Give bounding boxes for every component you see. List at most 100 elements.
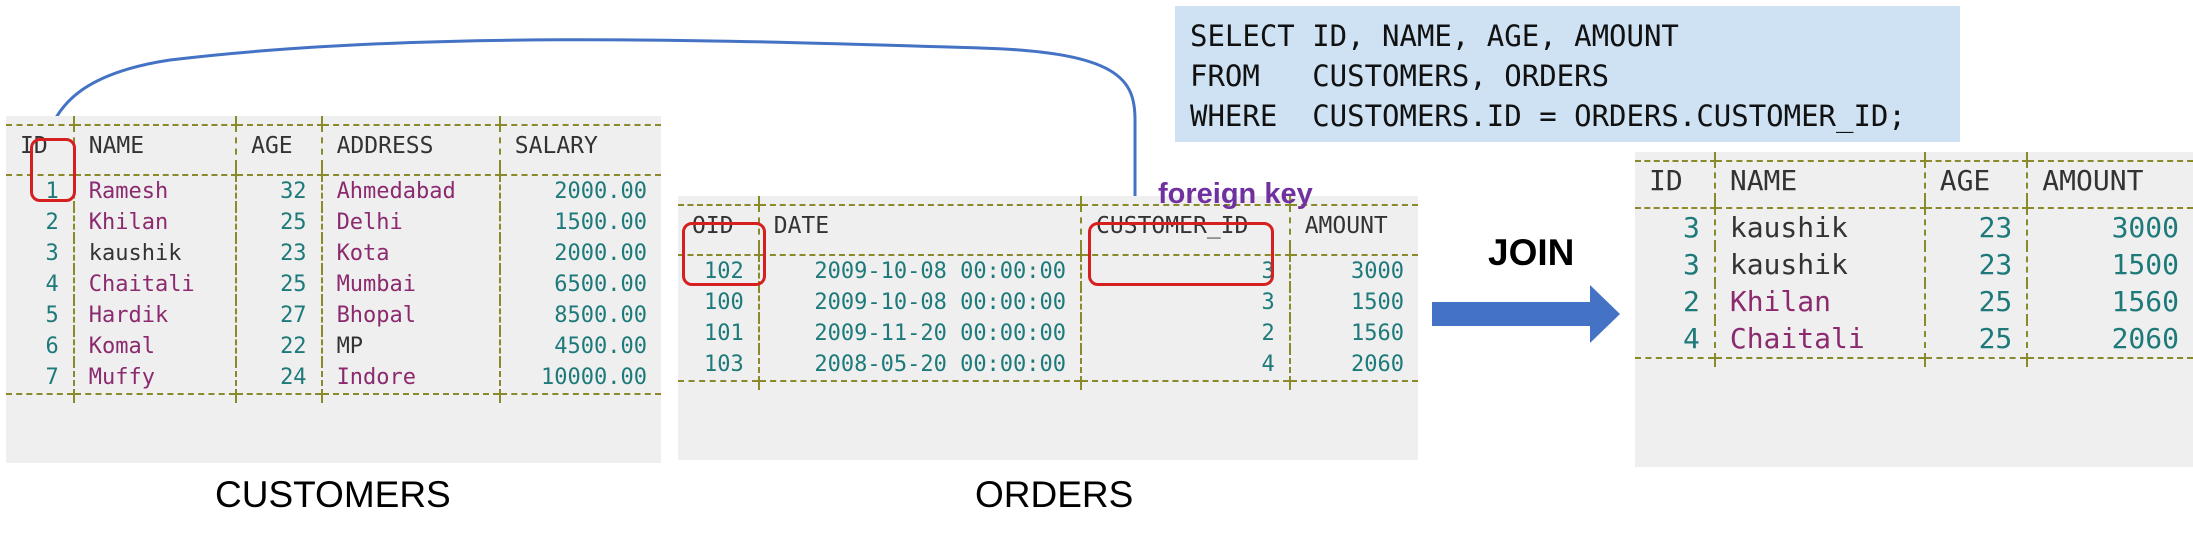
table-cell: 1560	[1288, 318, 1418, 349]
table-cell: 100	[703, 290, 744, 315]
col-header-name: NAME	[72, 125, 237, 166]
col-header-oid: OID	[692, 213, 734, 239]
table-cell: Delhi	[320, 207, 500, 238]
join-label: JOIN	[1488, 232, 1575, 273]
table-cell: Hardik	[72, 300, 237, 331]
table-cell: 2060	[1288, 349, 1418, 381]
col-header-age: AGE	[1923, 161, 2028, 199]
table-cell: 1500	[1288, 287, 1418, 318]
table-cell: 2060	[2026, 320, 2193, 358]
table-cell: 24	[235, 362, 322, 394]
col-header-date: DATE	[757, 205, 1082, 246]
table-cell: 23	[1923, 246, 2028, 283]
table-cell: 1500	[2026, 246, 2193, 283]
table-cell: 101	[703, 321, 744, 346]
table-cell: kaushik	[1713, 208, 1925, 246]
sql-query: SELECT ID, NAME, AGE, AMOUNT FROM CUSTOME…	[1175, 6, 1960, 142]
table-cell: 8500.00	[498, 300, 661, 331]
table-cell: Khilan	[72, 207, 237, 238]
table-cell: MP	[320, 331, 500, 362]
table-cell: 25	[235, 207, 322, 238]
table-cell: 2009-11-20 00:00:00	[757, 318, 1082, 349]
orders-customer-id-highlight	[1088, 222, 1274, 286]
table-cell: 25	[235, 269, 322, 300]
table-cell: Kota	[320, 238, 500, 269]
table-cell: 3	[1682, 211, 1700, 244]
col-header-customer-id: CUSTOMER_ID	[1080, 205, 1290, 246]
table-cell: 1500.00	[498, 207, 661, 238]
customers-id-highlight	[30, 138, 76, 202]
col-header-amount: AMOUNT	[2026, 161, 2193, 199]
table-cell: 2	[1080, 318, 1290, 349]
table-cell: 25	[1923, 320, 2028, 358]
table-cell: 2000.00	[498, 238, 661, 269]
sql-line-1: SELECT ID, NAME, AGE, AMOUNT	[1190, 19, 1679, 53]
table-cell: 32	[235, 175, 322, 207]
col-header-amount: AMOUNT	[1288, 205, 1418, 246]
table-cell: Chaitali	[1713, 320, 1925, 358]
table-cell: 4500.00	[498, 331, 661, 362]
table-cell: 2000.00	[498, 175, 661, 207]
table-cell: 2009-10-08 00:00:00	[757, 287, 1082, 318]
col-header-address: ADDRESS	[320, 125, 500, 166]
table-cell: Bhopal	[320, 300, 500, 331]
table-cell: 1560	[2026, 283, 2193, 320]
table-cell: 23	[235, 238, 322, 269]
table-cell: 3	[1682, 248, 1700, 281]
table-cell: 10000.00	[498, 362, 661, 394]
table-cell: 7	[45, 365, 59, 390]
col-header-id: ID	[1649, 164, 1683, 197]
table-cell: 4	[1682, 322, 1700, 355]
table-cell: Khilan	[1713, 283, 1925, 320]
table-cell: 2009-10-08 00:00:00	[757, 255, 1082, 287]
table-cell: 2	[45, 210, 59, 235]
orders-oid-highlight	[682, 222, 766, 286]
table-cell: Mumbai	[320, 269, 500, 300]
sql-line-3: WHERE CUSTOMERS.ID = ORDERS.CUSTOMER_ID;	[1190, 99, 1906, 133]
table-cell: 4	[1080, 349, 1290, 381]
orders-caption: ORDERS	[975, 474, 1134, 515]
table-cell: kaushik	[72, 238, 237, 269]
col-header-age: AGE	[235, 125, 322, 166]
sql-line-2: FROM CUSTOMERS, ORDERS	[1190, 59, 1610, 93]
join-arrow	[1432, 285, 1620, 343]
table-cell: Indore	[320, 362, 500, 394]
col-header-salary: SALARY	[498, 125, 661, 166]
table-cell: 3	[1080, 255, 1290, 287]
table-cell: 6500.00	[498, 269, 661, 300]
table-cell: 25	[1923, 283, 2028, 320]
table-cell: 3000	[1288, 255, 1418, 287]
table-cell: Komal	[72, 331, 237, 362]
table-cell: 2008-05-20 00:00:00	[757, 349, 1082, 381]
table-cell: 23	[1923, 208, 2028, 246]
table-cell: Ahmedabad	[320, 175, 500, 207]
table-cell: Chaitali	[72, 269, 237, 300]
table-cell: 3000	[2026, 208, 2193, 246]
table-cell: Muffy	[72, 362, 237, 394]
table-cell: 2	[1682, 285, 1700, 318]
customers-caption: CUSTOMERS	[215, 474, 451, 515]
table-cell: 5	[45, 303, 59, 328]
col-header-name: NAME	[1713, 161, 1925, 199]
table-cell: 103	[703, 352, 744, 377]
table-cell: 22	[235, 331, 322, 362]
table-cell: 1	[45, 179, 59, 204]
table-cell: Ramesh	[72, 175, 237, 207]
table-cell: 4	[45, 272, 59, 297]
